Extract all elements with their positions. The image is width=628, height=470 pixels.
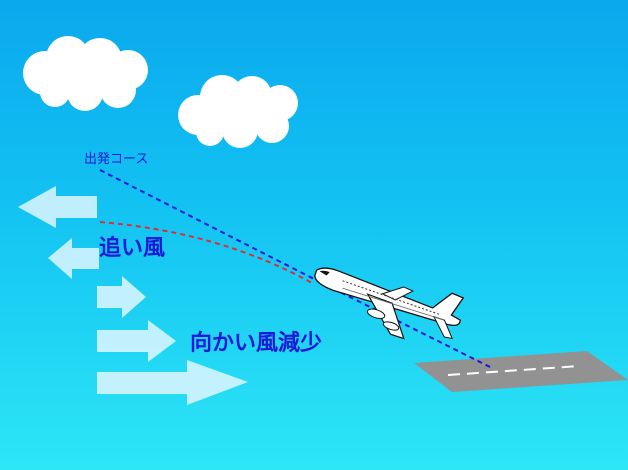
left-arrow-icon xyxy=(48,238,99,279)
runway xyxy=(414,351,628,392)
departure-course-label: 出発コース xyxy=(84,152,149,167)
left-arrow-icon xyxy=(18,186,97,228)
right-arrow-icon xyxy=(97,320,176,362)
actual-flight-path xyxy=(99,221,313,284)
right-arrow-icon xyxy=(97,276,146,318)
tailwind-label: 追い風 xyxy=(99,236,166,261)
cloud-icon-right xyxy=(178,75,298,148)
right-arrow-icon xyxy=(97,360,248,405)
cloud-icon-left xyxy=(23,36,148,111)
headwind-decrease-label: 向かい風減少 xyxy=(190,331,323,356)
airplane-icon xyxy=(314,267,465,340)
